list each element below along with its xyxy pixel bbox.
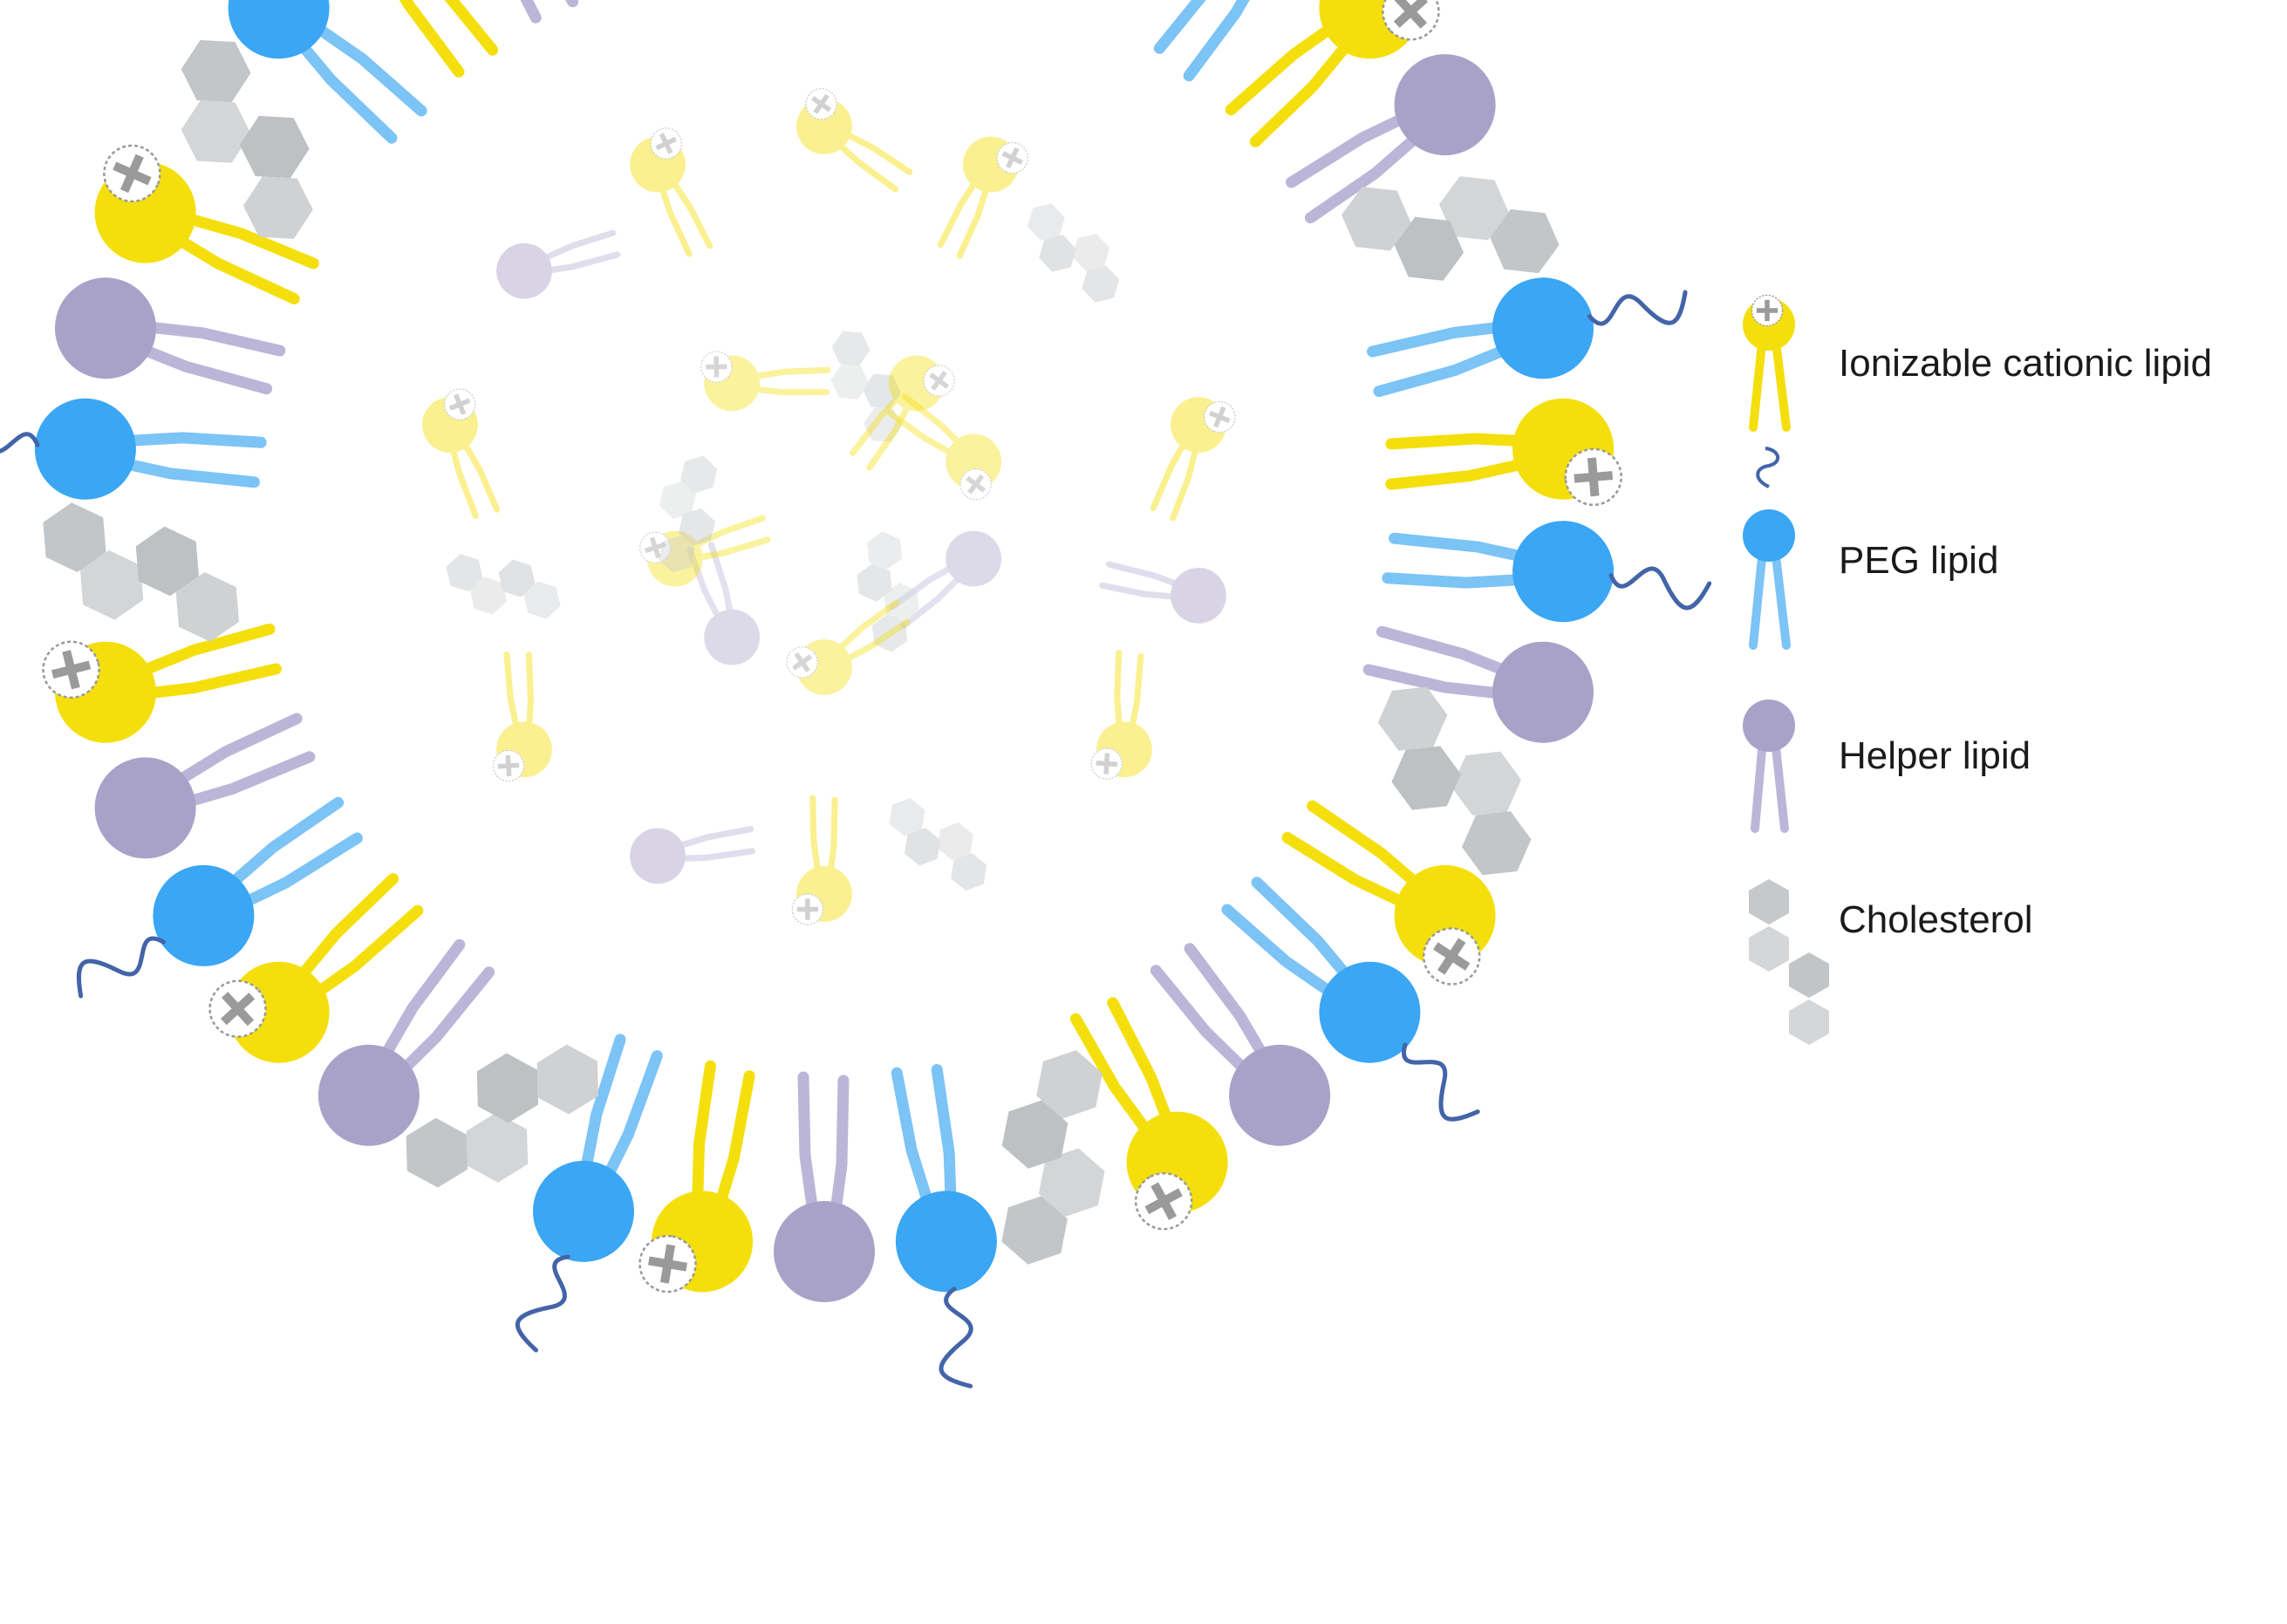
ionizable-lipid xyxy=(422,384,501,520)
cholesterol-molecule xyxy=(181,39,313,239)
helper-lipid xyxy=(94,713,316,859)
legend-icon-helper xyxy=(1743,699,1795,833)
cholesterol-molecule xyxy=(43,502,240,642)
ionizable-lipid xyxy=(197,873,424,1063)
cholesterol-molecule xyxy=(659,455,718,573)
hexagon-ring-icon xyxy=(857,531,919,652)
cholesterol-molecule xyxy=(446,554,561,619)
hexagon-ring-icon xyxy=(659,455,718,573)
ionizable-lipid xyxy=(36,623,282,743)
ionizable-lipid xyxy=(886,393,1002,507)
ionizable-lipid xyxy=(93,135,319,305)
peg-lipid xyxy=(0,398,267,500)
cholesterol-molecule xyxy=(1035,0,1256,23)
legend xyxy=(1743,294,1829,1045)
legend-label-peg: PEG lipid xyxy=(1839,539,1999,582)
ionizable-lipid xyxy=(780,599,911,695)
cholesterol-molecule xyxy=(830,331,902,442)
hexagon-ring-icon xyxy=(1341,176,1560,281)
ionizable-lipid xyxy=(850,355,961,471)
ionizable-lipid xyxy=(491,651,552,783)
ionizable-lipid xyxy=(791,795,852,925)
ionizable-lipid xyxy=(1089,650,1152,781)
helper-lipid xyxy=(774,1071,875,1302)
helper-lipid xyxy=(496,229,621,299)
helper-lipid xyxy=(317,938,495,1146)
hexagon-ring-icon xyxy=(43,502,240,642)
ionizable-lipid xyxy=(630,122,713,257)
legend-icon-cholesterol xyxy=(1749,879,1829,1045)
particle-core xyxy=(422,82,1240,925)
hexagon-ring-icon xyxy=(1377,686,1532,876)
hexagon-ring-icon xyxy=(181,39,313,239)
ionizable-lipid xyxy=(1069,997,1228,1240)
cholesterol-molecule xyxy=(1341,176,1560,281)
peg-lipid xyxy=(1153,0,1280,82)
cholesterol-molecule xyxy=(1027,203,1120,303)
peg-lipid xyxy=(891,1063,997,1389)
legend-icon-ionizable xyxy=(1743,294,1795,432)
ionizable-lipid xyxy=(635,515,771,587)
hexagon-ring-icon xyxy=(446,554,561,619)
hexagon-ring-icon xyxy=(889,797,987,891)
helper-lipid xyxy=(1286,54,1496,224)
hexagon-ring-icon xyxy=(830,331,902,442)
helper-lipid xyxy=(1099,561,1226,624)
helper-lipid xyxy=(889,530,1002,629)
outer-lipid-shell xyxy=(0,0,1712,1389)
hexagon-ring-icon xyxy=(1035,0,1256,23)
plus-charge-icon xyxy=(1751,294,1784,327)
ionizable-lipid xyxy=(796,82,913,193)
ionizable-lipid xyxy=(1150,396,1240,522)
ionizable-lipid xyxy=(937,136,1034,260)
ionizable-lipid xyxy=(1225,0,1451,147)
cholesterol-molecule xyxy=(406,1044,599,1188)
ionizable-lipid xyxy=(1281,800,1496,997)
cholesterol-molecule xyxy=(1377,686,1532,876)
legend-icon-peg xyxy=(1743,447,1795,650)
ionizable-lipid xyxy=(634,1060,755,1298)
hexagon-ring-icon xyxy=(406,1044,599,1188)
cholesterol-molecule xyxy=(889,797,987,891)
legend-label-cholesterol: Cholesterol xyxy=(1839,898,2033,941)
ionizable-lipid xyxy=(700,350,831,412)
cholesterol-molecule xyxy=(1001,1049,1105,1265)
helper-lipid xyxy=(1150,943,1331,1146)
ionizable-lipid xyxy=(368,0,499,78)
peg-lipid xyxy=(228,0,427,144)
cholesterol-molecule xyxy=(857,531,919,652)
peg-lipid xyxy=(76,796,363,999)
hexagon-ring-icon xyxy=(1027,203,1120,303)
plus-charge-icon xyxy=(791,893,824,925)
hexagon-ring-icon xyxy=(1001,1049,1105,1265)
peg-lipid xyxy=(515,1034,663,1353)
peg-lipid xyxy=(1221,877,1480,1122)
legend-label-ionizable: Ionizable cationic lipid xyxy=(1839,342,2213,385)
ionizable-lipid xyxy=(1385,398,1625,508)
legend-label-helper: Helper lipid xyxy=(1839,734,2031,777)
helper-lipid xyxy=(1362,625,1594,743)
helper-lipid xyxy=(686,542,761,665)
peg-lipid xyxy=(1382,521,1712,623)
helper-lipid xyxy=(630,826,756,884)
helper-lipid xyxy=(55,277,286,395)
peg-lipid xyxy=(1367,277,1688,398)
